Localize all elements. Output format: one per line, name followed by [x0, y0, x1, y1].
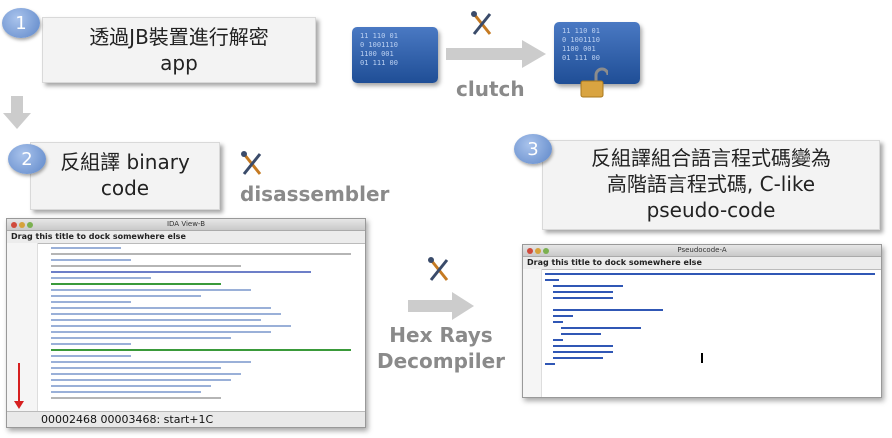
step-2-card: 反組譯 binary code: [30, 142, 220, 210]
step-1-line2: app: [160, 51, 198, 75]
clutch-label: clutch: [456, 77, 525, 101]
step-3-line3: pseudo-code: [646, 198, 776, 222]
ida-title: IDA View-B: [166, 220, 206, 228]
flow-arrow-icon: [14, 363, 24, 409]
ida-dock-bar[interactable]: Drag this title to dock somewhere else: [7, 231, 365, 244]
step-2-line2: code: [100, 176, 150, 200]
ida-status-bar: 00002468 00003468: start+1C: [7, 411, 365, 427]
step-3-line2: 高階語言程式碼, C-like: [606, 172, 816, 196]
hexrays-line1: Hex Rays: [389, 323, 493, 347]
disassembler-label: disassembler: [240, 182, 390, 206]
pseudo-title: Pseudocode-A: [677, 246, 727, 254]
step-2-badge: 2: [8, 144, 46, 174]
step-3-badge: 3: [514, 134, 552, 164]
ida-code-area: [7, 243, 365, 411]
window-controls[interactable]: [11, 221, 35, 232]
tools-icon: [471, 11, 492, 35]
step-3-line1: 反組譯組合語言程式碼變為: [591, 146, 831, 170]
right-arrow-icon: [446, 40, 546, 68]
step-1-badge: 1: [2, 8, 40, 38]
pseudo-code-area: [523, 269, 881, 397]
hexrays-label: Hex Rays Decompiler: [368, 322, 514, 374]
tools-icon: [428, 257, 449, 281]
encrypted-binary-icon: 11 110 01 0 1001110 1100 001 01 111 00: [352, 27, 438, 83]
down-arrow-icon: [3, 96, 31, 129]
pseudocode-window: Pseudocode-A Drag this title to dock som…: [522, 244, 882, 398]
text-cursor: [701, 353, 703, 363]
step-1-card: 透過JB裝置進行解密 app: [42, 17, 316, 83]
hexrays-line2: Decompiler: [376, 349, 506, 373]
step-3-card: 反組譯組合語言程式碼變為 高階語言程式碼, C-like pseudo-code: [542, 140, 880, 230]
step-2-line1: 反組譯 binary: [60, 150, 190, 174]
ida-titlebar[interactable]: IDA View-B: [7, 219, 365, 231]
pseudo-dock-bar[interactable]: Drag this title to dock somewhere else: [523, 257, 881, 270]
ida-view-window: IDA View-B Drag this title to dock somew…: [6, 218, 366, 428]
tools-icon: [241, 151, 262, 175]
pseudo-titlebar[interactable]: Pseudocode-A: [523, 245, 881, 257]
step-1-line1: 透過JB裝置進行解密: [89, 25, 269, 49]
unlock-icon: [580, 67, 608, 98]
right-arrow-icon: [408, 292, 474, 320]
window-controls[interactable]: [527, 247, 551, 258]
